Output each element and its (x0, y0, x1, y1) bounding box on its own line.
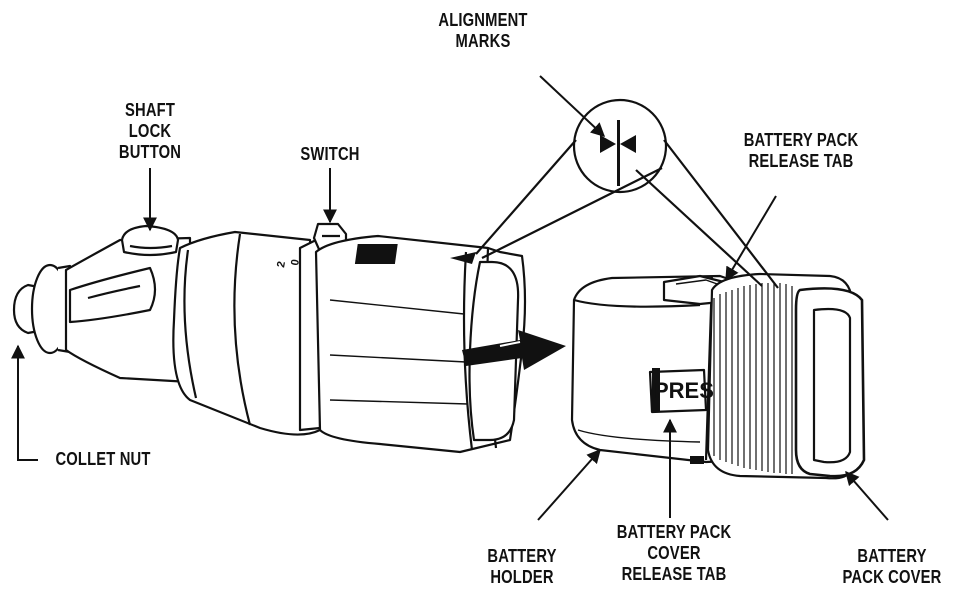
label-collet-nut: COLLET NUT (55, 449, 151, 469)
alignment-triangle (450, 252, 476, 264)
alignment-bar (354, 244, 398, 264)
press-marking: PRES (654, 378, 714, 403)
label-battery-pack-cover: BATTERY PACK COVER (842, 546, 942, 587)
switch-position-2: 2 (275, 260, 288, 268)
nose-cone (64, 236, 192, 384)
label-battery-holder: BATTERY HOLDER (487, 546, 557, 587)
leader-release-tab (725, 195, 777, 282)
main-housing (172, 222, 348, 436)
switch-position-0: 0 (289, 258, 302, 266)
label-battery-pack-cover-release-tab: BATTERY PACK COVER RELEASE TAB (616, 522, 732, 584)
insertion-arrow (462, 330, 566, 370)
magnifier-circle (475, 98, 779, 289)
rear-housing (314, 234, 527, 454)
collet-nut (12, 263, 72, 355)
leader-battery-holder (537, 448, 601, 521)
label-alignment-marks: ALIGNMENT MARKS (438, 10, 528, 51)
label-shaft-lock-button: SHAFT LOCK BUTTON (118, 100, 182, 162)
label-battery-pack-release-tab: BATTERY PACK RELEASE TAB (743, 130, 859, 171)
shaft-lock-button-shape (120, 224, 180, 257)
leader-alignment (539, 75, 606, 137)
battery-ribs (713, 283, 793, 474)
label-switch: SWITCH (300, 144, 360, 164)
leader-collet (11, 344, 38, 461)
leader-pack-cover (845, 470, 889, 521)
